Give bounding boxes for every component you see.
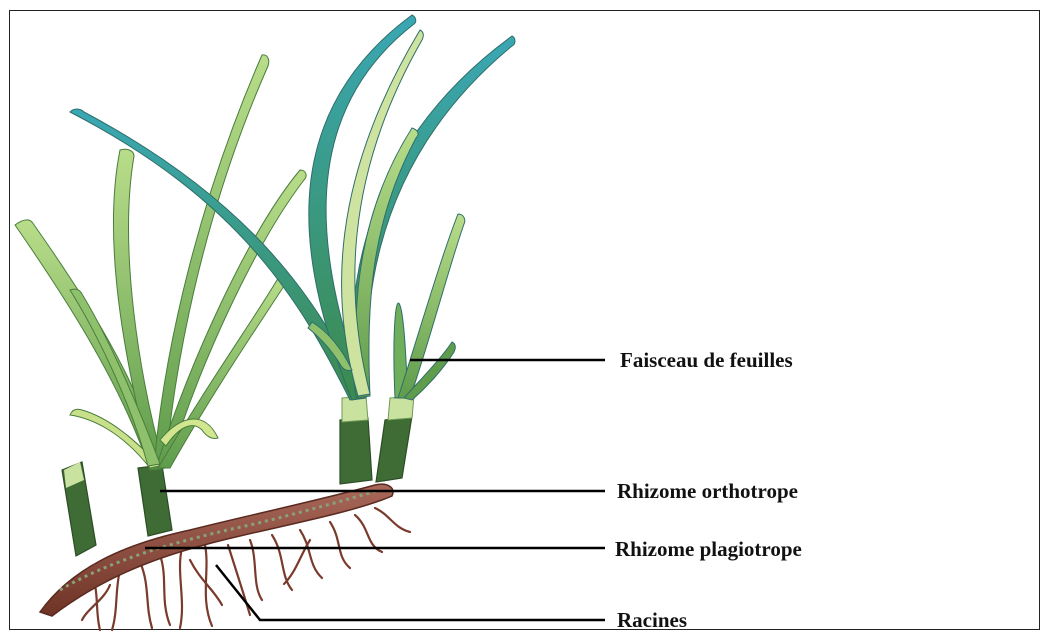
label-racines: Racines [617, 608, 687, 632]
label-faisceau-de-feuilles: Faisceau de feuilles [620, 348, 793, 372]
left-leaf-bundle [15, 55, 306, 470]
leader-lines [145, 360, 605, 620]
label-rhizome-orthotrope: Rhizome orthotrope [617, 479, 798, 503]
leader-line-roots [216, 565, 605, 620]
label-rhizome-plagiotrope: Rhizome plagiotrope [615, 537, 802, 561]
